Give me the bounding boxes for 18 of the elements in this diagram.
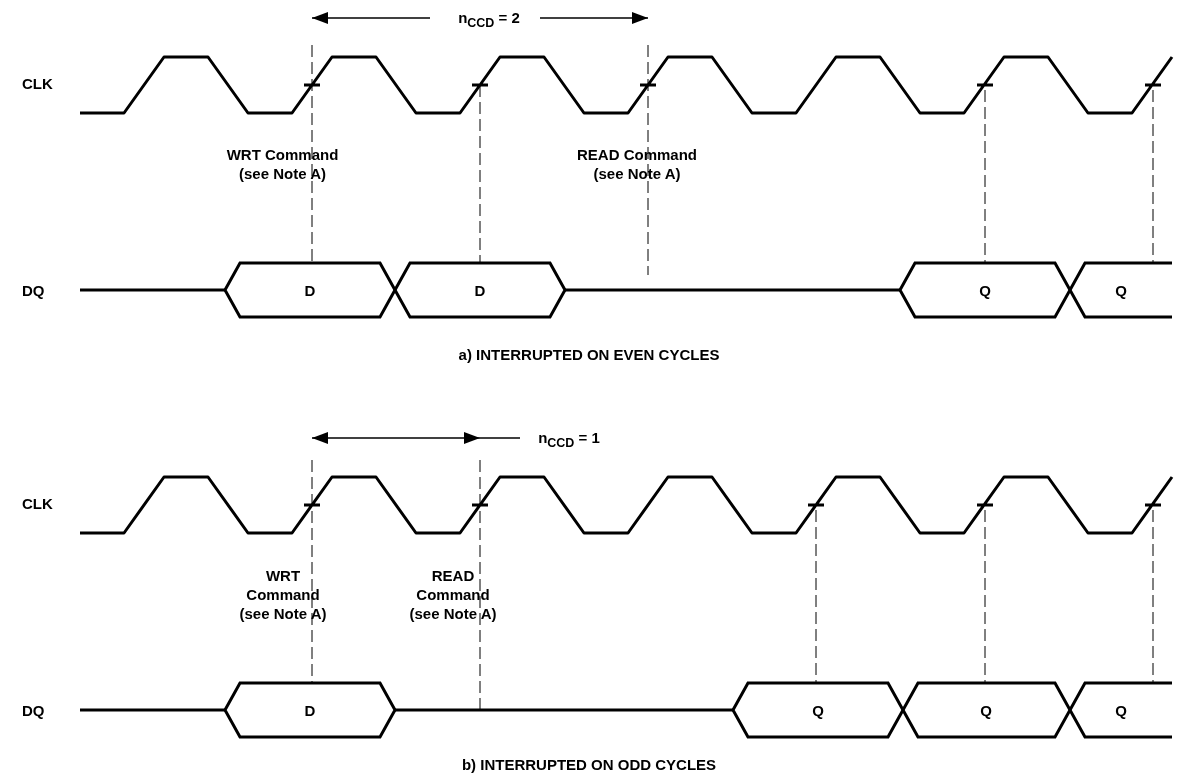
- signal-value: Q: [1114, 281, 1128, 300]
- command-note: READ Command (see Note A): [576, 145, 698, 183]
- signal-name: CLK: [22, 74, 54, 93]
- command-note: WRT Command (see Note A): [238, 566, 328, 623]
- signal-value: D: [303, 281, 317, 300]
- command-note: READ Command (see Note A): [408, 566, 498, 623]
- signal-value: Q: [1114, 701, 1128, 720]
- signal-value: D: [303, 701, 317, 720]
- panel-caption: b) INTERRUPTED ON ODD CYCLES: [460, 755, 718, 774]
- signal-name: CLK: [22, 494, 54, 513]
- signal-value: Q: [979, 701, 993, 720]
- command-note: WRT Command (see Note A): [225, 145, 340, 183]
- signal-value: D: [473, 281, 487, 300]
- signal-value: Q: [811, 701, 825, 720]
- signal-name: DQ: [22, 281, 46, 300]
- signal-name: DQ: [22, 701, 46, 720]
- signal-value: Q: [978, 281, 992, 300]
- panel-caption: a) INTERRUPTED ON EVEN CYCLES: [457, 345, 721, 364]
